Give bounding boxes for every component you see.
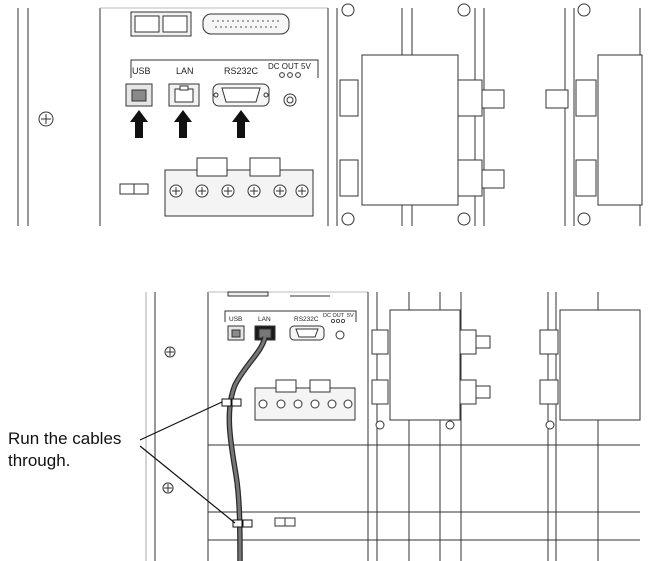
screw-icon	[164, 346, 176, 358]
callout-line-2: through.	[8, 451, 71, 470]
rs232c-port	[212, 83, 270, 107]
dc-polarity-icon	[279, 72, 301, 78]
bottom-illustration	[145, 291, 641, 561]
bottom-dc-out-label: DC OUT	[323, 313, 345, 319]
callout-line-1: Run the cables	[8, 429, 122, 448]
bottom-lan-label: LAN	[258, 316, 271, 323]
top-dc-out-voltage: 5V	[301, 62, 311, 71]
callout-leader-lines	[139, 401, 236, 524]
dc-out-jack	[283, 93, 297, 107]
cable-clamp	[221, 398, 242, 407]
terminal-block	[164, 157, 314, 217]
top-dc-out-label: DC OUT	[268, 62, 299, 71]
arrow-up-icon	[130, 110, 148, 138]
usb-port	[125, 83, 153, 107]
bottom-rs232c-label: RS232C	[294, 316, 319, 323]
dc-polarity-icon	[330, 318, 345, 323]
top-lan-label: LAN	[176, 66, 194, 76]
lan-port	[168, 83, 200, 107]
screw-icon	[38, 111, 54, 127]
cable-clamp	[232, 519, 253, 528]
bottom-dc-out-voltage: 5V	[347, 313, 354, 319]
top-usb-label: USB	[132, 66, 151, 76]
screw-icon	[162, 482, 174, 494]
top-rs232c-label: RS232C	[224, 66, 259, 76]
arrow-up-icon	[174, 110, 192, 138]
top-illustration	[17, 3, 643, 226]
bottom-usb-label: USB	[229, 316, 242, 323]
callout-text: Run the cables through.	[8, 428, 121, 472]
arrow-up-icon	[232, 110, 250, 138]
